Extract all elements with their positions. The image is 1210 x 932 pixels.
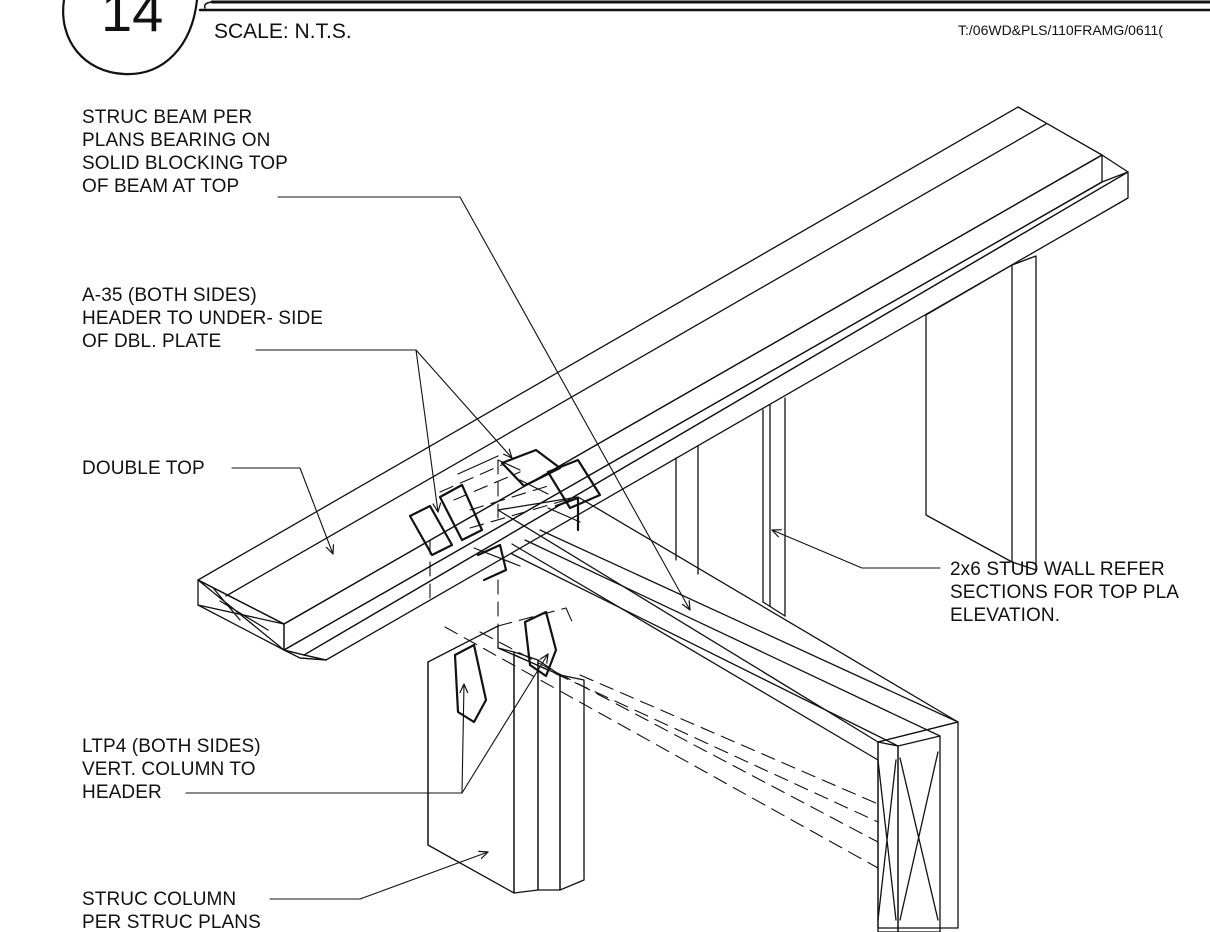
- callout-line: ELEVATION.: [950, 605, 1061, 626]
- detail-bubble: [62, 0, 199, 76]
- callout-double-top: DOUBLE TOP: [82, 457, 205, 480]
- header-face-line-2: [511, 553, 899, 747]
- beam-top-face: [197, 106, 1103, 625]
- hidden-line-5: [497, 607, 567, 627]
- title-block: [62, 0, 1210, 76]
- column-front-face: [427, 625, 515, 894]
- struc-column: [427, 625, 585, 894]
- header-face-line-3: [524, 539, 941, 737]
- a35-clip-left: [408, 504, 454, 557]
- scale-label: SCALE: N.T.S.: [214, 20, 352, 43]
- callout-line: OF BEAM AT TOP: [82, 176, 240, 197]
- ltp4-plate-left: [453, 643, 488, 724]
- tick-4: [457, 455, 499, 475]
- plate-edge-b: [299, 657, 327, 661]
- callout-ltp4: LTP4 (BOTH SIDES) VERT. COLUMN TO HEADER: [82, 735, 261, 804]
- callout-stud-wall: 2x6 STUD WALL REFER SECTIONS FOR TOP PLA…: [950, 558, 1179, 627]
- hidden-line-7: [439, 463, 505, 493]
- callout-line: PER STRUC PLANS: [82, 912, 261, 932]
- callout-struc-beam: STRUC BEAM PER PLANS BEARING ON SOLID BL…: [82, 106, 288, 198]
- callout-line: LTP4 (BOTH SIDES): [82, 736, 261, 757]
- tick-5: [473, 547, 521, 567]
- header-face-line-1: [511, 543, 879, 761]
- leader-lines: [185, 196, 941, 900]
- leader-a35-left: [255, 349, 438, 512]
- stud-wall-bottom: [762, 601, 786, 617]
- detail-number: 14: [101, 0, 164, 43]
- connector-ticks: [457, 455, 581, 567]
- callout-line: A-35 (BOTH SIDES): [82, 285, 257, 306]
- plate-edge-a: [1101, 154, 1129, 173]
- header-front-face-1: [877, 741, 899, 932]
- a35-clip-upper-1: [500, 448, 562, 488]
- header-face-line-4: [539, 529, 959, 723]
- a35-clip-upper-2: [546, 458, 602, 510]
- hidden-line-10: [469, 499, 567, 529]
- a35-clip-upper-3: [554, 496, 580, 532]
- leader-ltp4-right: [461, 654, 548, 794]
- hidden-line-3: [514, 654, 879, 823]
- ltp4-plate-right: [523, 610, 558, 678]
- hidden-line-2: [479, 631, 879, 843]
- callout-line: HEADER TO UNDER- SIDE: [82, 308, 324, 329]
- header-end-hatch: [877, 751, 939, 921]
- header-side-face: [877, 721, 959, 929]
- beam-top-line: [225, 123, 1047, 597]
- callout-line: SECTIONS FOR TOP PLA: [950, 582, 1180, 603]
- hidden-lines: [429, 459, 879, 869]
- callout-struc-column: STRUC COLUMN PER STRUC PLANS: [82, 888, 261, 932]
- hidden-line-8: [453, 471, 521, 501]
- file-path: T:/06WD&PLS/110FRAMG/0611(: [958, 22, 1163, 38]
- stud-back: [925, 255, 1037, 571]
- tick-3: [547, 507, 581, 523]
- connectors: [408, 448, 602, 724]
- column-ply-1: [513, 651, 539, 894]
- callout-a35: A-35 (BOTH SIDES) HEADER TO UNDER- SIDE …: [82, 284, 323, 353]
- hidden-line-1: [444, 626, 879, 869]
- leader-a35-right: [415, 349, 512, 458]
- leader-stud-wall: [772, 530, 941, 569]
- tick-1: [497, 459, 521, 471]
- header-front-face-2: [897, 735, 941, 932]
- hidden-line-4: [579, 674, 879, 805]
- column-ply-2: [537, 659, 561, 891]
- beam-end-hatch: [197, 579, 285, 651]
- callout-line: DOUBLE TOP: [82, 458, 205, 479]
- header-top-face: [497, 496, 959, 743]
- leader-double-top: [231, 467, 333, 554]
- callout-line: SOLID BLOCKING TOP: [82, 153, 288, 174]
- hidden-line-9: [469, 485, 549, 511]
- a35-clip-center: [438, 483, 484, 542]
- callout-line: VERT. COLUMN TO: [82, 759, 256, 780]
- callout-line: 2x6 STUD WALL REFER: [950, 559, 1165, 580]
- tick-2: [519, 479, 549, 495]
- double-top-plate: [283, 154, 1129, 661]
- callout-line: HEADER: [82, 782, 162, 803]
- title-bracket: [203, 1, 213, 9]
- a35-clip-bottom: [476, 543, 508, 582]
- leader-struc-beam: [277, 196, 690, 610]
- callout-line: PLANS BEARING ON: [82, 130, 271, 151]
- hidden-line-6: [565, 607, 575, 627]
- header-member: [497, 496, 959, 932]
- callout-line: OF DBL. PLATE: [82, 331, 222, 352]
- leader-struc-column: [269, 852, 488, 900]
- column-ply-3: [559, 674, 585, 891]
- callout-line: STRUC BEAM PER: [82, 107, 253, 128]
- callout-line: STRUC COLUMN: [82, 889, 237, 910]
